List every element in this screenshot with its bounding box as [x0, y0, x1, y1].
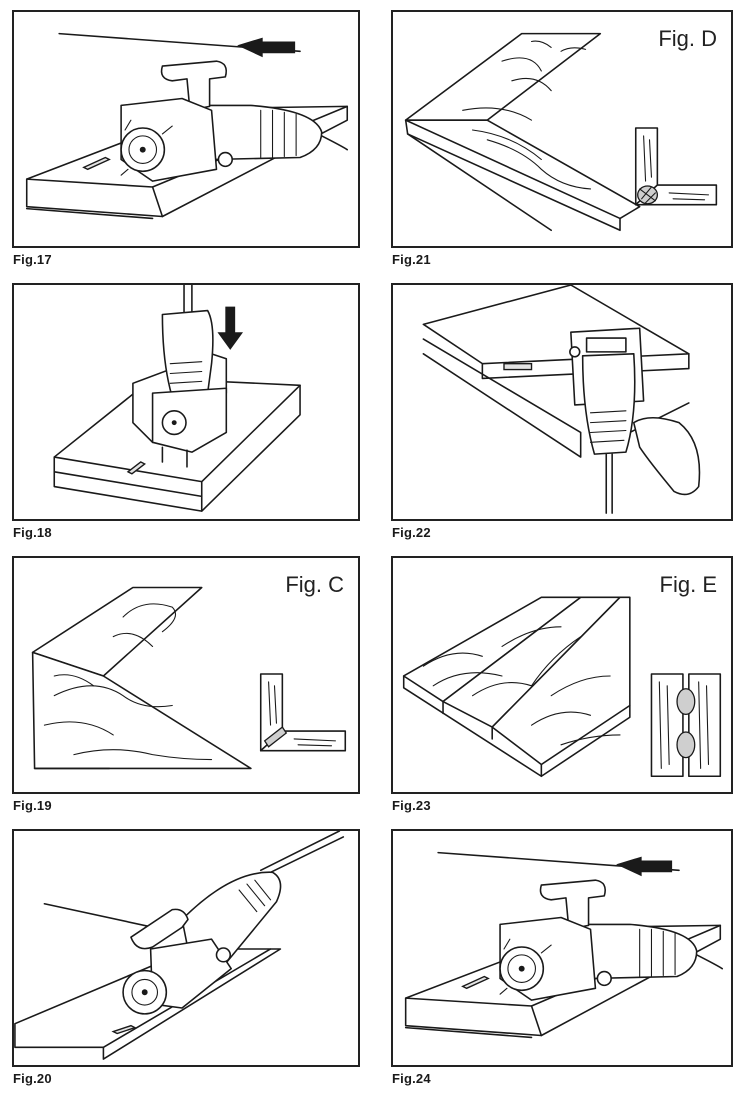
fig22-illustration [422, 285, 701, 514]
fig20-illustration [14, 831, 345, 1060]
fig17-caption: Fig.17 [13, 252, 52, 267]
fig24-illustration [404, 851, 724, 1039]
fig21-illustration [404, 32, 718, 232]
fig18-caption: Fig.18 [13, 525, 52, 540]
figure-17-panel [12, 10, 360, 248]
fig19-label: Fig. C [285, 572, 344, 597]
fig21-caption: Fig.21 [392, 252, 431, 267]
figure-20-panel [12, 829, 360, 1067]
figure-18-panel [12, 283, 360, 521]
fig17-illustration [25, 32, 349, 220]
figure-19-panel: Fig. C [12, 556, 360, 794]
fig20-caption: Fig.20 [13, 1071, 52, 1086]
figure-23-panel: Fig. E [391, 556, 733, 794]
figure-21-panel: Fig. D [391, 10, 733, 248]
fig19-caption: Fig.19 [13, 798, 52, 813]
fig18-illustration [53, 285, 301, 512]
figure-22-panel [391, 283, 733, 521]
figure-24-panel [391, 829, 733, 1067]
fig23-label: Fig. E [659, 572, 717, 597]
fig19-illustration [31, 586, 347, 770]
fig24-caption: Fig.24 [392, 1071, 431, 1086]
fig22-caption: Fig.22 [392, 525, 431, 540]
fig21-label: Fig. D [658, 26, 717, 51]
fig23-illustration [402, 596, 722, 778]
fig23-caption: Fig.23 [392, 798, 431, 813]
